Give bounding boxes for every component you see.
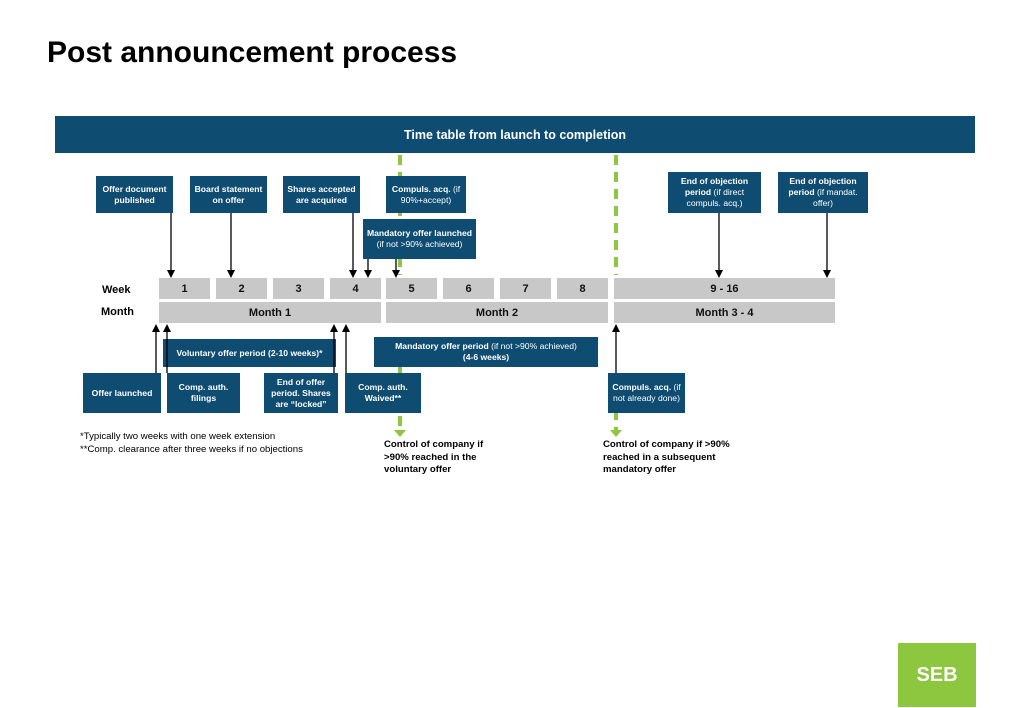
end-objection-mandat-text: End of objection period (if mandat. offe… — [781, 176, 865, 209]
month-cell-2: Month 2 — [386, 302, 608, 323]
week-cell-3: 3 — [273, 278, 324, 299]
end-objection-direct-text: End of objection period (if direct compu… — [671, 176, 758, 209]
compuls-acq-rest: (if 90%+accept) — [400, 183, 461, 205]
week-label: Week — [102, 284, 131, 296]
compuls-not-done-bold: Compuls. acq. — [612, 382, 672, 392]
compuls-acq-bold: Compuls. acq. — [391, 183, 451, 194]
compuls-not-done-rest: (if not already done) — [613, 382, 681, 403]
comp-auth-waived-box: Comp. auth. Waived** — [345, 373, 421, 413]
offer-document-box: Offer document published — [96, 176, 173, 213]
seb-logo-text: SEB — [916, 663, 958, 686]
mandatory-period-text: Mandatory offer period (if not >90% achi… — [395, 341, 577, 352]
voluntary-period-text: Voluntary offer period (2-10 weeks)* — [176, 347, 323, 358]
banner-text: Time table from launch to completion — [403, 127, 626, 142]
footnote-1: *Typically two weeks with one week exten… — [80, 431, 276, 442]
mandatory-period-box: Mandatory offer period (if not >90% achi… — [374, 337, 598, 367]
week-cell-7: 7 — [500, 278, 551, 299]
mandatory-launched-rest: (if not >90% achieved) — [376, 239, 463, 249]
month-label: Month — [101, 306, 134, 318]
control-mandatory-text: Control of company if >90% reached in a … — [603, 439, 730, 475]
voluntary-period-box: Voluntary offer period (2-10 weeks)* — [163, 339, 336, 367]
offer-launched-box: Offer launched — [83, 373, 161, 413]
footnote-2: **Comp. clearance after three weeks if n… — [80, 444, 303, 455]
shares-accepted-text: Shares accepted are acquired — [287, 183, 356, 205]
week-cell-8: 8 — [557, 278, 608, 299]
green-dashed-line-2 — [614, 155, 618, 275]
green-dashed-line-1 — [398, 155, 402, 275]
compuls-not-done-box: Compuls. acq. (if not already done) — [608, 373, 685, 413]
timetable-banner: Time table from launch to completion — [55, 116, 975, 153]
mandatory-period-bold: Mandatory offer period — [395, 341, 489, 351]
mandatory-period-weeks: (4-6 weeks) — [462, 352, 510, 362]
week-cell-5: 5 — [386, 278, 437, 299]
week-cell-1: 1 — [159, 278, 210, 299]
week-cell-2: 2 — [216, 278, 267, 299]
week-cell-9-16: 9 - 16 — [614, 278, 835, 299]
end-objection-direct-box: End of objection period (if direct compu… — [668, 172, 761, 213]
green-dashed-line-2-lower — [614, 410, 618, 430]
mandatory-launched-bold: Mandatory offer launched — [366, 228, 473, 238]
offer-launched-text: Offer launched — [91, 387, 153, 398]
compuls-acq-box: Compuls. acq. (if 90%+accept) — [386, 176, 466, 213]
green-arrowhead-mandatory — [610, 430, 622, 437]
green-arrowhead-voluntary — [394, 430, 406, 437]
end-objection-mandat-bold: End of objection period — [788, 176, 857, 197]
mandatory-period-rest: (if not >90% achieved) — [488, 341, 577, 351]
board-statement-box: Board statement on offer — [190, 176, 267, 213]
end-objection-direct-bold: End of objection period — [680, 176, 749, 197]
shares-accepted-box: Shares accepted are acquired — [283, 176, 360, 213]
page-title: Post announcement process — [47, 36, 458, 69]
end-objection-mandat-box: End of objection period (if mandat. offe… — [778, 172, 868, 213]
board-statement-text: Board statement on offer — [194, 183, 263, 205]
week-cell-6: 6 — [443, 278, 494, 299]
week-cell-4: 4 — [330, 278, 381, 299]
end-offer-period-box: End of offer period. Shares are “locked” — [264, 373, 338, 413]
mandatory-launched-box: Mandatory offer launched (if not >90% ac… — [363, 219, 476, 259]
compuls-acq-text: Compuls. acq. (if 90%+accept) — [389, 184, 463, 206]
control-voluntary-text: Control of company if >90% reached in th… — [384, 439, 484, 475]
end-offer-period-text: End of offer period. Shares are “locked” — [271, 376, 331, 409]
comp-auth-waived-text: Comp. auth. Waived** — [358, 382, 408, 403]
month-cell-3-4: Month 3 - 4 — [614, 302, 835, 323]
end-objection-direct-rest: (if direct compuls. acq.) — [686, 187, 745, 208]
offer-document-text: Offer document published — [102, 183, 167, 205]
end-objection-mandat-rest: (if mandat. offer) — [813, 187, 858, 208]
compuls-not-done-text: Compuls. acq. (if not already done) — [611, 382, 682, 404]
comp-auth-filings-text: Comp. auth. filings — [178, 382, 229, 403]
comp-auth-filings-box: Comp. auth. filings — [167, 373, 240, 413]
seb-logo: SEB — [898, 643, 976, 707]
month-cell-1: Month 1 — [159, 302, 381, 323]
